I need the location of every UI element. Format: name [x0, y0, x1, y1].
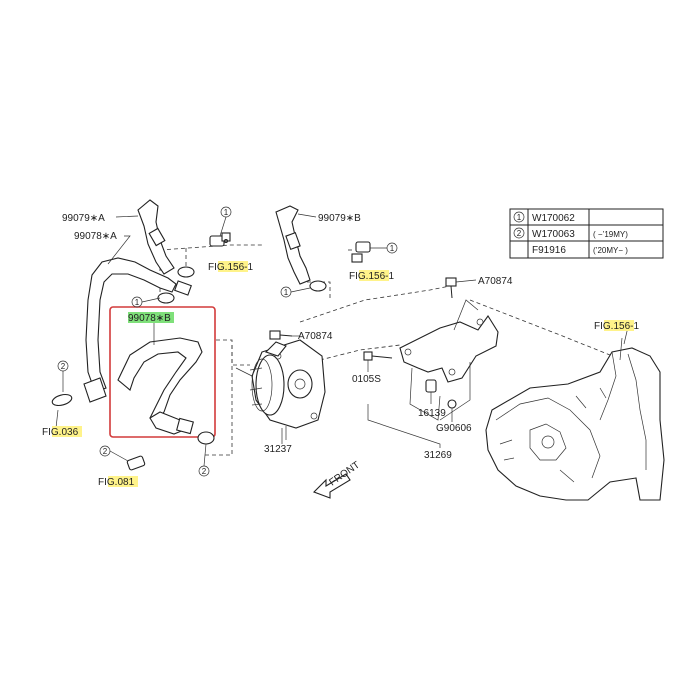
- circled-markers: 1 1 1 1 2 2 2: [57, 206, 398, 477]
- hose-99078b: [109, 306, 216, 438]
- label-g90606: G90606: [436, 423, 472, 434]
- clamps: [51, 232, 371, 471]
- svg-text:1: 1: [224, 208, 229, 217]
- label-fig156-right: FIG.156-1: [594, 320, 639, 332]
- legend-table: 1 2 W170062 W170063 F91916 ( −’19MY) (’2…: [509, 208, 664, 259]
- hose-99079b: [275, 205, 311, 285]
- dashed-reference-lines: [159, 244, 611, 456]
- label-fig156-mid: FIG.156-1: [349, 270, 394, 282]
- hose-99079a: [137, 199, 175, 275]
- label-99078b: 99078∗B: [128, 313, 171, 324]
- label-fig036: FIG.036: [42, 426, 82, 438]
- transmission-housing: [485, 337, 665, 501]
- part-g90606: [447, 399, 457, 422]
- label-31269: 31269: [424, 450, 452, 461]
- marker-1: 1: [386, 242, 398, 254]
- legend-code-1: W170062: [532, 213, 575, 224]
- svg-text:1: 1: [135, 298, 140, 307]
- bolt-a70874-right: [445, 277, 477, 299]
- svg-text:FIG.156-1: FIG.156-1: [594, 321, 639, 332]
- leader-lines: [55, 213, 629, 444]
- label-99079a: 99079∗A: [62, 213, 105, 224]
- front-arrow-icon: [313, 473, 351, 499]
- marker-1: 1: [280, 286, 292, 298]
- label-99078a: 99078∗A: [74, 231, 117, 242]
- highlight-frame: [109, 306, 216, 438]
- label-fig081: FIG.081: [98, 476, 138, 488]
- leader-31269: [367, 404, 441, 448]
- svg-text:1: 1: [284, 288, 289, 297]
- legend-code-3: F91916: [532, 245, 566, 256]
- marker-1: 1: [220, 206, 232, 218]
- legend-marker-1: 1: [517, 213, 522, 222]
- svg-text:FIG.036: FIG.036: [42, 427, 79, 438]
- svg-text:1: 1: [390, 244, 395, 253]
- label-99079b: 99079∗B: [318, 213, 361, 224]
- label-0105s: 0105S: [352, 374, 381, 385]
- bolt-a70874-left: [269, 330, 300, 340]
- marker-1: 1: [131, 296, 143, 308]
- marker-2: 2: [99, 445, 111, 457]
- legend-code-2: W170063: [532, 229, 575, 240]
- bolt-0105s: [363, 351, 393, 372]
- svg-text:2: 2: [61, 362, 66, 371]
- svg-text:FIG.156-1: FIG.156-1: [208, 262, 253, 273]
- marker-2: 2: [57, 360, 69, 372]
- marker-2: 2: [198, 465, 210, 477]
- label-16139: 16139: [418, 408, 446, 419]
- legend-marker-2: 2: [517, 229, 522, 238]
- oil-cooler-31237: [235, 339, 326, 440]
- legend-note-3: (’20MY− ): [593, 246, 628, 255]
- label-front: FRONT: [327, 460, 362, 489]
- svg-text:FIG.156-1: FIG.156-1: [349, 271, 394, 282]
- label-31237: 31237: [264, 444, 292, 455]
- legend-note-2: ( −’19MY): [593, 230, 628, 239]
- label-a70874-right: A70874: [478, 276, 513, 287]
- svg-text:FIG.081: FIG.081: [98, 477, 135, 488]
- label-a70874-left: A70874: [298, 331, 333, 342]
- svg-text:2: 2: [202, 467, 207, 476]
- bracket-31269: [399, 299, 499, 421]
- svg-text:2: 2: [103, 447, 108, 456]
- label-fig156-top: FIG.156-1: [208, 261, 253, 273]
- hose-99078a: [83, 257, 192, 403]
- highlight-99078b: [128, 312, 174, 323]
- part-16139: [425, 379, 437, 404]
